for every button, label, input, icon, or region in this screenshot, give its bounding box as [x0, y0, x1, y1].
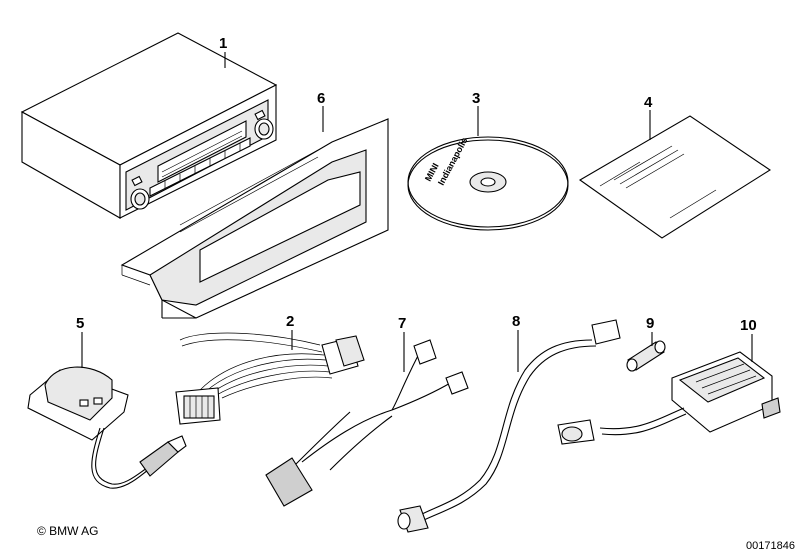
antenna: [27, 366, 187, 489]
wiring-harness: [175, 332, 365, 425]
callout-1: 1: [219, 35, 227, 52]
callouts: 1 6 3 4 5 2 7 8 9 10: [76, 35, 757, 334]
callout-4: 4: [644, 94, 653, 111]
trim-bezel: [120, 118, 389, 319]
adapter-cable: [265, 339, 469, 507]
image-number: 00171846: [746, 540, 795, 552]
control-module: [557, 351, 781, 445]
software-cd: MINI Indianapolis: [407, 136, 569, 231]
callout-6: 6: [317, 90, 325, 107]
callout-8: 8: [512, 313, 520, 330]
antenna-lead: [397, 319, 621, 533]
callout-9: 9: [646, 315, 654, 332]
instruction-booklet: [578, 115, 772, 239]
callout-10: 10: [740, 317, 757, 334]
callout-7: 7: [398, 315, 406, 332]
radio-unit: [20, 32, 278, 219]
callout-3: 3: [472, 90, 480, 107]
plug-cap: [626, 340, 666, 372]
callout-2: 2: [286, 313, 294, 330]
leader-lines: [81, 52, 753, 372]
callout-5: 5: [76, 315, 84, 332]
copyright-notice: © BMW AG: [37, 524, 99, 538]
